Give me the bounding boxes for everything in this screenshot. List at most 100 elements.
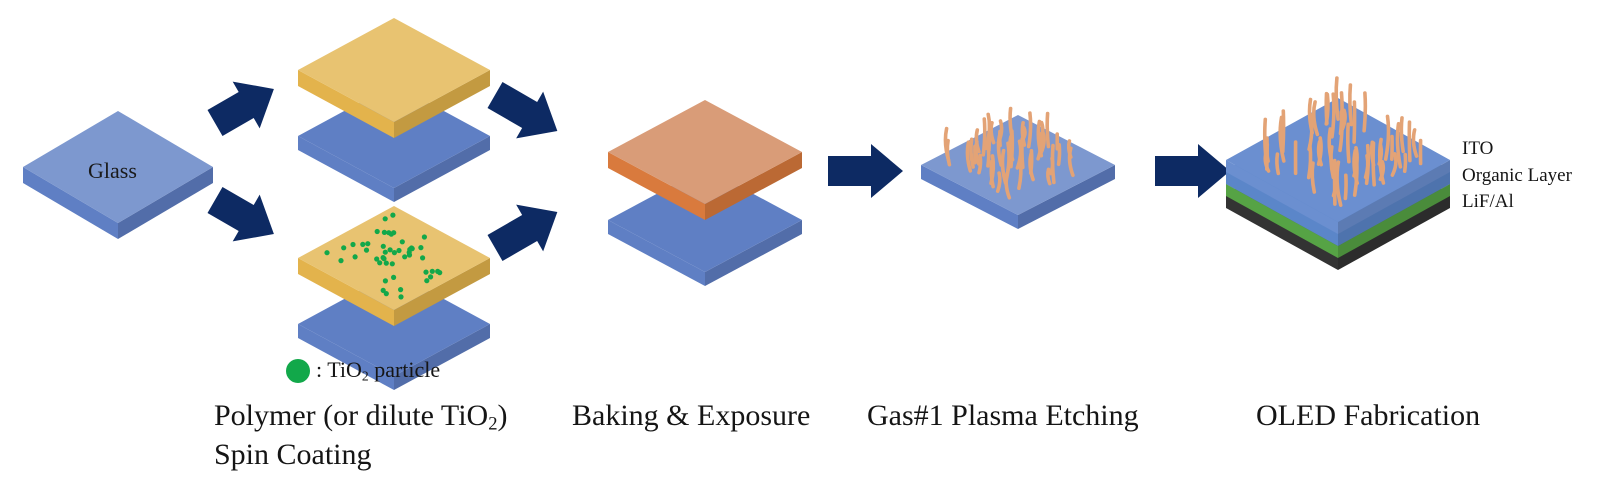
tio2-particle bbox=[374, 228, 380, 235]
fiber bbox=[1329, 145, 1336, 180]
fiber bbox=[1311, 100, 1320, 137]
tio2-particles bbox=[324, 212, 443, 300]
tio2-particle bbox=[408, 245, 415, 251]
tio2-particle bbox=[381, 229, 387, 235]
fiber bbox=[1352, 148, 1359, 185]
tio2-particle bbox=[352, 254, 358, 260]
tio2-particle bbox=[388, 231, 394, 237]
process-arrow-5 bbox=[828, 144, 903, 198]
fiber bbox=[1340, 108, 1347, 131]
fiber bbox=[1378, 159, 1386, 182]
tio2-particle bbox=[350, 241, 356, 248]
polymer-sample-coating bbox=[298, 18, 490, 138]
process-arrow-6 bbox=[1155, 144, 1230, 198]
glass-substrate bbox=[23, 111, 213, 239]
fiber bbox=[969, 137, 975, 169]
fiber bbox=[1045, 111, 1051, 149]
caption-etching: Gas#1 Plasma Etching bbox=[867, 399, 1139, 432]
oled-fibers bbox=[1262, 76, 1423, 207]
fiber bbox=[1307, 97, 1314, 135]
fiber bbox=[1330, 92, 1336, 139]
tio2-particle bbox=[391, 274, 397, 280]
fiber bbox=[1008, 134, 1015, 162]
tio2-particle bbox=[377, 260, 383, 266]
layer-label-lifal: LiF/Al bbox=[1462, 191, 1514, 212]
fiber bbox=[965, 140, 973, 173]
layer-label-organic: Organic Layer bbox=[1462, 165, 1572, 186]
fiber bbox=[1334, 76, 1340, 121]
tio2-particle bbox=[338, 258, 344, 264]
fiber bbox=[1324, 92, 1330, 126]
tio2-particle bbox=[365, 241, 371, 247]
caption-spin-coating-line1: Polymer (or dilute TiO2) bbox=[214, 399, 508, 435]
tio2-particle bbox=[424, 278, 430, 284]
fiber bbox=[1067, 146, 1075, 178]
tio2-particle bbox=[406, 252, 413, 258]
particle-legend-label: : TiO2 particle bbox=[316, 357, 441, 384]
fiber bbox=[1015, 139, 1023, 170]
tio2-particle bbox=[382, 249, 388, 255]
tio2-particle bbox=[382, 216, 388, 222]
tio2-particle bbox=[398, 294, 404, 300]
fiber bbox=[1377, 143, 1384, 166]
fiber bbox=[1383, 114, 1391, 161]
fiber bbox=[1338, 91, 1344, 136]
fiber bbox=[1046, 167, 1052, 186]
caption-spin-coating-line2: Spin Coating bbox=[214, 438, 372, 471]
fiber bbox=[974, 140, 981, 166]
tio2-particle bbox=[383, 291, 389, 297]
fiber bbox=[943, 126, 951, 163]
fiber bbox=[1395, 122, 1403, 169]
tio2-particle bbox=[428, 274, 434, 280]
tio2-particle bbox=[363, 247, 370, 253]
fiber bbox=[984, 112, 992, 151]
fiber bbox=[1371, 141, 1376, 187]
tio2-particle bbox=[399, 239, 405, 245]
layer-label-ito: ITO bbox=[1462, 138, 1494, 159]
fiber bbox=[1275, 152, 1281, 176]
fiber bbox=[1019, 125, 1027, 144]
tio2-particle bbox=[374, 256, 380, 262]
tio2-particle bbox=[360, 241, 366, 247]
fiber bbox=[1048, 156, 1055, 176]
fiber bbox=[1278, 115, 1286, 163]
fiber bbox=[981, 117, 987, 157]
tio2-particle bbox=[423, 269, 429, 275]
fiber bbox=[1028, 149, 1034, 175]
tio2-sample-coating bbox=[298, 206, 490, 326]
tio2-particle bbox=[390, 212, 396, 218]
glass-label: Glass bbox=[88, 158, 137, 183]
etched-sample bbox=[921, 115, 1115, 229]
tio2-particle bbox=[402, 254, 408, 260]
process-arrow-4 bbox=[487, 204, 558, 261]
fiber bbox=[1364, 143, 1371, 186]
fiber bbox=[1020, 121, 1027, 147]
fiber bbox=[989, 154, 996, 186]
fiber bbox=[1407, 120, 1412, 163]
tio2-particle bbox=[341, 245, 347, 251]
baked-sample-layer bbox=[608, 100, 802, 220]
caption-oled: OLED Fabrication bbox=[1256, 399, 1481, 432]
tio2-particle bbox=[435, 268, 441, 274]
fiber bbox=[1056, 143, 1062, 167]
fiber bbox=[1006, 153, 1012, 172]
fiber bbox=[986, 148, 991, 168]
tio2-particle bbox=[396, 247, 402, 254]
tio2-particle bbox=[398, 287, 404, 293]
process-arrow-3 bbox=[487, 82, 558, 139]
tio2-particle bbox=[380, 255, 386, 261]
fiber bbox=[1310, 161, 1317, 194]
fiber bbox=[1348, 83, 1354, 127]
tio2-particle bbox=[324, 250, 330, 256]
tio2-particle bbox=[389, 261, 395, 267]
process-arrow-2 bbox=[207, 187, 274, 242]
fiber bbox=[1262, 117, 1269, 165]
fiber bbox=[996, 134, 1003, 167]
fiber bbox=[1362, 91, 1368, 133]
process-arrow-1 bbox=[207, 81, 274, 136]
tio2-particle bbox=[429, 268, 435, 274]
fiber bbox=[1017, 158, 1023, 191]
tio2-particle bbox=[380, 287, 386, 293]
caption-baking: Baking & Exposure bbox=[572, 399, 811, 432]
